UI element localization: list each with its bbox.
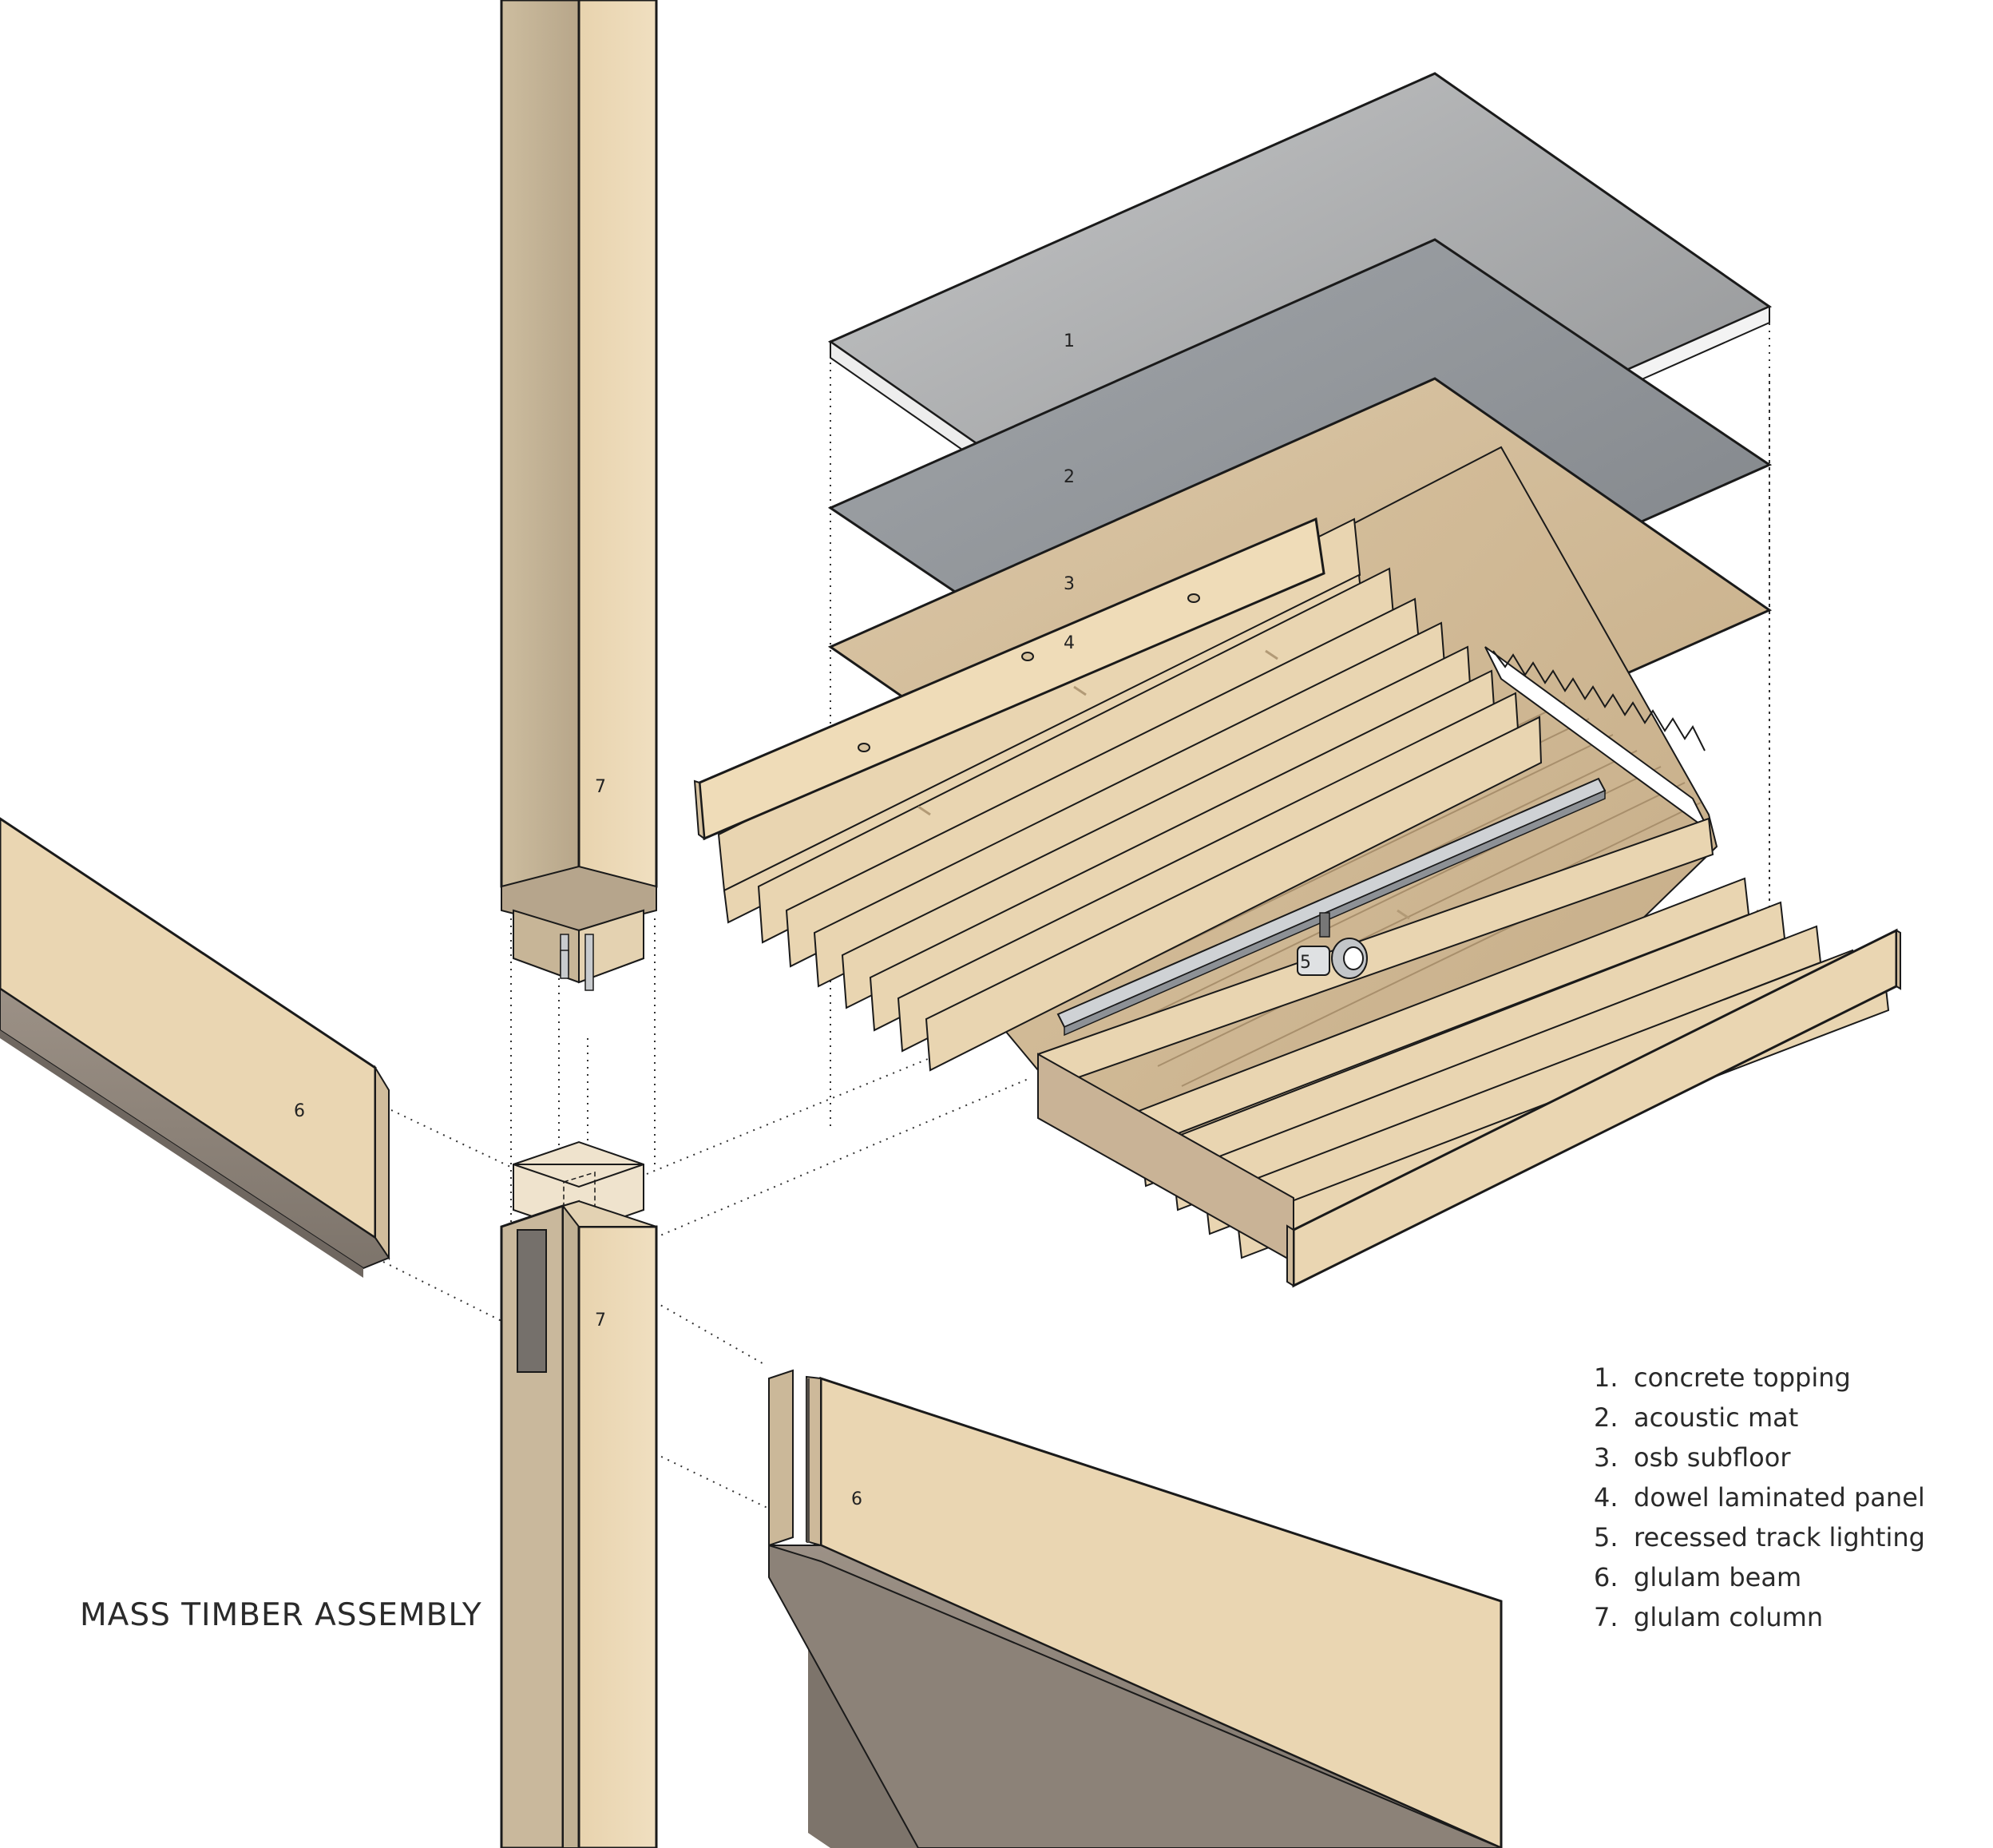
glulam-column-lower: 7 [500,1140,658,1848]
recessed-track-lighting: 5 [1056,777,1607,1037]
callout-acoustic: 2 [1064,467,1075,487]
legend-label: glulam column [1634,1602,1824,1632]
legend: 1. concrete topping 2. acoustic mat 3. osb … [1594,1362,1925,1642]
legend-number: 5. [1594,1522,1619,1553]
legend-item: 4. dowel laminated panel [1594,1482,1925,1522]
callout-concrete: 1 [1064,331,1075,351]
legend-item: 6. glulam beam [1594,1562,1925,1602]
glulam-beam-left: 6 [0,817,390,1278]
callout-column-lower: 7 [595,1311,606,1330]
legend-number: 3. [1594,1442,1619,1473]
legend-label: recessed track lighting [1634,1522,1925,1553]
callout-osb: 3 [1064,574,1075,594]
legend-number: 7. [1594,1602,1619,1632]
legend-item: 2. acoustic mat [1594,1402,1925,1442]
callout-column-upper: 7 [595,777,606,797]
callout-dlt: 4 [1064,633,1075,653]
legend-label: glulam beam [1634,1562,1802,1592]
glulam-beam-right: 6 [768,1369,1503,1848]
callout-beam-left: 6 [294,1101,305,1121]
legend-number: 6. [1594,1562,1619,1592]
legend-item: 1. concrete topping [1594,1362,1925,1402]
callout-lighting: 5 [1300,953,1311,973]
legend-label: dowel laminated panel [1634,1482,1925,1513]
diagram-title: MASS TIMBER ASSEMBLY [80,1597,482,1633]
legend-label: concrete topping [1634,1362,1851,1393]
legend-label: osb subfloor [1634,1442,1791,1473]
track-light-fixture: 5 [1297,912,1368,979]
legend-number: 4. [1594,1482,1619,1513]
callout-beam-right: 6 [851,1489,862,1509]
legend-number: 2. [1594,1402,1619,1433]
legend-item: 7. glulam column [1594,1602,1925,1642]
glulam-column-upper: 7 [500,0,658,991]
dowel-laminated-panel: 4 [693,446,1901,1288]
legend-item: 5. recessed track lighting [1594,1522,1925,1562]
legend-number: 1. [1594,1362,1619,1393]
legend-label: acoustic mat [1634,1402,1799,1433]
legend-item: 3. osb subfloor [1594,1442,1925,1482]
